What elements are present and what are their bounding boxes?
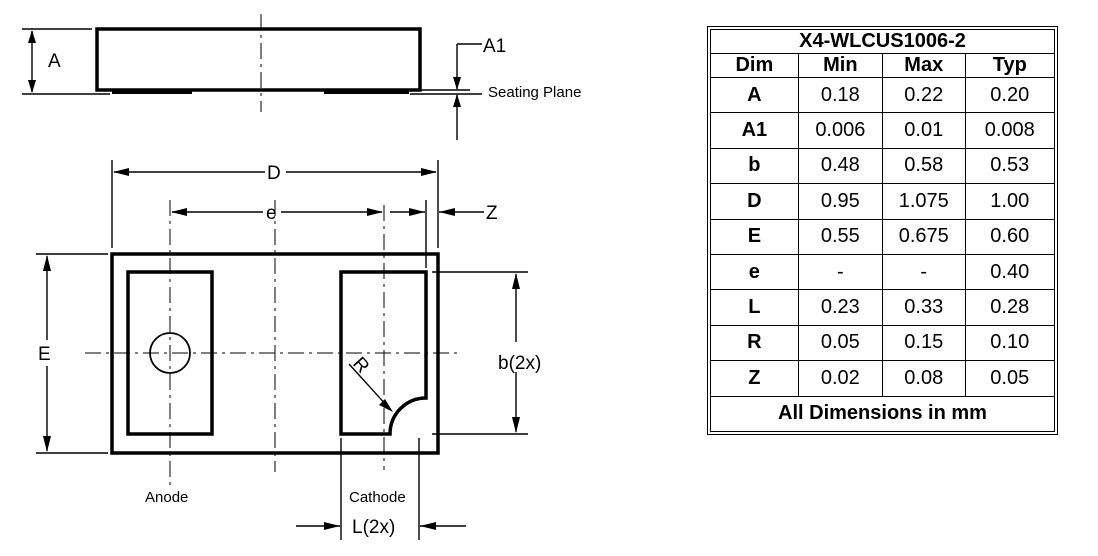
row-min: - bbox=[797, 253, 883, 291]
table-row: D 0.95 1.075 1.00 bbox=[710, 183, 1056, 220]
row-dim: D bbox=[710, 183, 799, 220]
table-row: b 0.48 0.58 0.53 bbox=[710, 147, 1056, 185]
dim-a1-label: A1 bbox=[483, 36, 506, 57]
row-typ: 0.10 bbox=[964, 324, 1056, 362]
row-dim: A bbox=[710, 76, 799, 114]
row-min: 0.95 bbox=[797, 183, 883, 220]
side-view-pad-left bbox=[112, 90, 192, 94]
dim-z-arrow-right bbox=[439, 208, 455, 216]
row-typ: 1.00 bbox=[964, 183, 1056, 220]
table-row: Z 0.02 0.08 0.05 bbox=[710, 360, 1056, 397]
row-dim: A1 bbox=[710, 112, 799, 149]
row-dim: e bbox=[710, 253, 799, 291]
row-typ: 0.40 bbox=[964, 253, 1056, 291]
dimension-table-frame: X4-WLCUS1006-2 Dim Min Max Typ A 0.18 0.… bbox=[707, 26, 1058, 435]
row-max: 0.58 bbox=[881, 147, 966, 185]
row-max: 1.075 bbox=[881, 183, 966, 220]
table-row: L 0.23 0.33 0.28 bbox=[710, 289, 1056, 326]
dim-r-leader bbox=[348, 363, 389, 408]
row-typ: 0.53 bbox=[964, 147, 1056, 185]
table-row: A1 0.006 0.01 0.008 bbox=[710, 112, 1056, 149]
row-max: 0.01 bbox=[881, 112, 966, 149]
row-max: - bbox=[881, 253, 966, 291]
table-footer: All Dimensions in mm bbox=[710, 395, 1055, 433]
row-min: 0.006 bbox=[797, 112, 883, 149]
seating-plane-label: Seating Plane bbox=[488, 84, 581, 101]
side-view-pad-right bbox=[324, 90, 409, 94]
row-dim: b bbox=[710, 147, 799, 185]
side-view-body bbox=[95, 27, 422, 92]
row-typ: 0.60 bbox=[964, 218, 1056, 255]
row-dim: L bbox=[710, 289, 799, 326]
dim-e-arrow-bottom bbox=[43, 436, 51, 452]
table-row: A 0.18 0.22 0.20 bbox=[710, 76, 1056, 114]
table-row: e - - 0.40 bbox=[710, 253, 1056, 291]
dim-a-arrow-bottom bbox=[28, 80, 36, 93]
top-view: D e Z E b(2x) R bbox=[36, 160, 541, 540]
table-title: X4-WLCUS1006-2 bbox=[710, 29, 1055, 54]
dimension-table: X4-WLCUS1006-2 Dim Min Max Typ A 0.18 0.… bbox=[710, 29, 1056, 433]
anode-label: Anode bbox=[145, 489, 188, 506]
table-header-min: Min bbox=[797, 53, 883, 78]
dim-r-arrow bbox=[379, 399, 393, 412]
table-header-max: Max bbox=[881, 53, 966, 78]
dim-l-arrow-right bbox=[420, 522, 436, 530]
dim-e-pitch-arrow-right bbox=[367, 208, 383, 216]
dim-e-arrow-top bbox=[43, 255, 51, 271]
dim-b-label: b(2x) bbox=[498, 353, 541, 374]
row-dim: Z bbox=[710, 360, 799, 397]
table-header-dim: Dim bbox=[710, 53, 799, 78]
dim-l-arrow-left bbox=[324, 522, 340, 530]
row-typ: 0.20 bbox=[964, 76, 1056, 114]
row-typ: 0.28 bbox=[964, 289, 1056, 326]
dim-e-pitch-label: e bbox=[266, 203, 277, 224]
dim-b-arrow-bottom bbox=[512, 417, 520, 433]
dim-b-arrow-top bbox=[512, 273, 520, 289]
row-dim: R bbox=[710, 324, 799, 362]
dim-a1-arrow-bottom bbox=[453, 94, 461, 107]
dim-a1-arrow-top bbox=[453, 77, 461, 90]
row-min: 0.55 bbox=[797, 218, 883, 255]
row-max: 0.15 bbox=[881, 324, 966, 362]
table-row: E 0.55 0.675 0.60 bbox=[710, 218, 1056, 255]
row-min: 0.18 bbox=[797, 76, 883, 114]
row-typ: 0.008 bbox=[964, 112, 1056, 149]
dim-z-label: Z bbox=[486, 203, 498, 224]
dim-a-label: A bbox=[48, 51, 61, 72]
dim-z-arrow-left bbox=[409, 208, 425, 216]
cathode-label: Cathode bbox=[349, 489, 406, 506]
row-dim: E bbox=[710, 218, 799, 255]
row-max: 0.675 bbox=[881, 218, 966, 255]
dim-l-label: L(2x) bbox=[352, 517, 395, 538]
dim-e-height-label: E bbox=[38, 344, 51, 365]
row-max: 0.33 bbox=[881, 289, 966, 326]
table-header-typ: Typ bbox=[964, 53, 1056, 78]
table-row: R 0.05 0.15 0.10 bbox=[710, 324, 1056, 362]
dim-d-label: D bbox=[267, 163, 281, 184]
row-min: 0.48 bbox=[797, 147, 883, 185]
dim-d-arrow-left bbox=[113, 168, 129, 176]
dim-d-arrow-right bbox=[421, 168, 437, 176]
row-min: 0.02 bbox=[797, 360, 883, 397]
row-min: 0.23 bbox=[797, 289, 883, 326]
cathode-pad bbox=[339, 270, 428, 436]
dim-a-arrow-top bbox=[28, 30, 36, 43]
row-max: 0.22 bbox=[881, 76, 966, 114]
dim-e-pitch-arrow-left bbox=[171, 208, 187, 216]
row-max: 0.08 bbox=[881, 360, 966, 397]
side-view: A A1 Seating Plane bbox=[22, 14, 581, 140]
row-min: 0.05 bbox=[797, 324, 883, 362]
row-typ: 0.05 bbox=[964, 360, 1056, 397]
